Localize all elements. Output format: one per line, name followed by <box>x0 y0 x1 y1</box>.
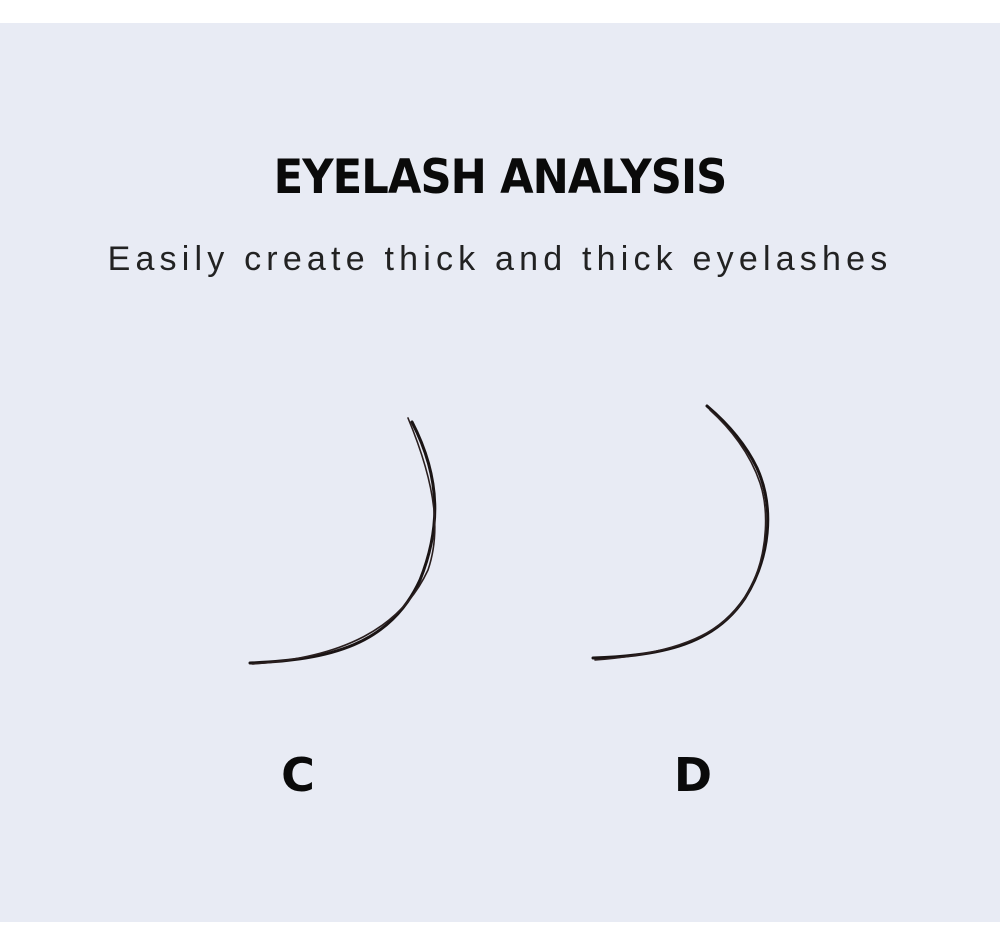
background-panel <box>0 23 1000 922</box>
curl-label-d: D <box>673 748 713 802</box>
page-title: EYELASH ANALYSIS <box>273 150 728 205</box>
curl-label-c: C <box>281 748 315 802</box>
c-curl-lash-icon <box>248 417 437 665</box>
page-subtitle: Easily create thick and thick eyelashes <box>107 240 893 278</box>
d-curl-lash-icon <box>591 404 770 661</box>
